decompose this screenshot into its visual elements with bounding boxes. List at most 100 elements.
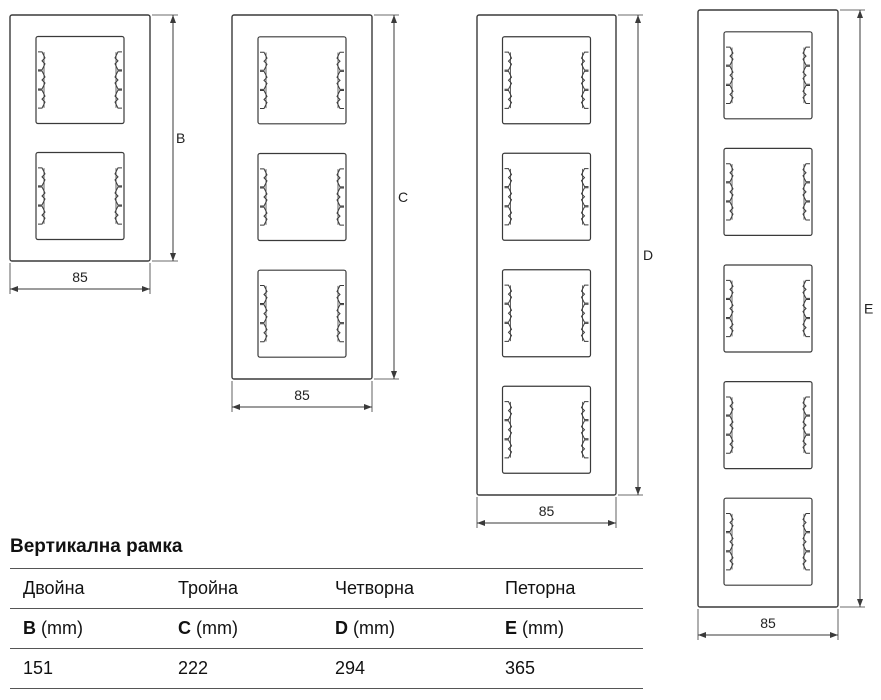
latch-clip xyxy=(802,201,810,221)
latch-clip xyxy=(114,205,122,225)
height-dimension: E xyxy=(840,9,873,608)
latch-clip xyxy=(504,420,513,440)
latch-clip xyxy=(504,322,513,342)
height-label: E xyxy=(864,301,873,317)
latch-clip xyxy=(802,318,810,338)
frame-5-gang: E 85 xyxy=(697,9,873,640)
arrow-head xyxy=(635,487,641,495)
window-outline xyxy=(723,147,813,236)
latch-clip xyxy=(726,65,734,85)
frame-outline xyxy=(231,14,373,380)
latch-clip xyxy=(580,187,589,207)
header-unit: (mm) xyxy=(41,618,83,638)
window-outline xyxy=(501,269,592,358)
module-window xyxy=(35,151,125,241)
latch-clip xyxy=(580,89,589,109)
latch-clip xyxy=(38,186,46,206)
latch-clip xyxy=(580,322,589,342)
latch-clip xyxy=(726,182,734,202)
frame-4-gang: D 85 xyxy=(476,14,653,528)
latch-clip xyxy=(336,51,344,71)
latch-clip xyxy=(580,439,589,459)
latch-clip xyxy=(580,401,589,421)
latch-clip xyxy=(38,70,46,90)
latch-clip xyxy=(38,89,46,109)
header-symbol: E xyxy=(505,618,518,638)
module-window xyxy=(257,269,347,358)
arrow-head xyxy=(608,520,616,526)
height-label: D xyxy=(643,247,653,263)
arrow-head xyxy=(391,371,397,379)
latch-clip xyxy=(114,89,122,109)
latch-clip xyxy=(260,168,268,188)
latch-clip xyxy=(580,51,589,71)
latch-clip xyxy=(260,206,268,226)
latch-clip xyxy=(580,206,589,226)
header-unit: (mm) xyxy=(196,618,238,638)
arrow-head xyxy=(477,520,485,526)
latch-clip xyxy=(260,323,268,343)
width-label: 85 xyxy=(760,615,776,631)
table-row-values: 151 222 294 365 xyxy=(10,648,643,689)
name-quadruple: Четворна xyxy=(335,578,414,598)
dimensions-table: Двойна Тройна Четворна Петорна B (mm) C … xyxy=(10,568,643,689)
header-c: C (mm) xyxy=(165,609,322,649)
window-outline xyxy=(501,385,592,474)
window-outline xyxy=(501,36,592,125)
frame-2-gang: B85 xyxy=(9,14,185,294)
window-outline xyxy=(35,151,125,241)
latch-clip xyxy=(802,513,810,533)
latch-clip xyxy=(114,70,122,90)
latch-clip xyxy=(504,303,513,323)
value-d: 294 xyxy=(335,658,366,678)
latch-clip xyxy=(336,89,344,109)
latch-clip xyxy=(580,70,589,90)
window-outline xyxy=(723,497,813,586)
latch-clip xyxy=(38,51,46,71)
latch-clip xyxy=(504,439,513,459)
latch-clip xyxy=(726,299,734,318)
latch-clip xyxy=(802,182,810,202)
arrow-head xyxy=(698,632,706,638)
latch-clip xyxy=(336,168,344,188)
latch-clip xyxy=(726,201,734,221)
value-c: 222 xyxy=(178,658,209,678)
latch-clip xyxy=(580,284,589,304)
module-window xyxy=(723,147,813,236)
latch-clip xyxy=(726,84,734,104)
frame-outline xyxy=(697,9,839,608)
width-label: 85 xyxy=(539,503,555,519)
module-window xyxy=(501,269,592,358)
value-b: 151 xyxy=(23,658,54,678)
module-window xyxy=(723,264,813,353)
module-window xyxy=(723,497,813,586)
latch-clip xyxy=(38,205,46,225)
latch-clip xyxy=(260,51,268,71)
latch-clip xyxy=(504,168,513,188)
latch-clip xyxy=(802,84,810,104)
arrow-head xyxy=(142,286,150,292)
latch-clip xyxy=(726,434,734,454)
name-quintuple: Петорна xyxy=(505,578,576,598)
module-window xyxy=(723,31,813,120)
height-label: B xyxy=(176,130,185,146)
latch-clip xyxy=(114,51,122,71)
arrow-head xyxy=(170,253,176,261)
module-window xyxy=(501,152,592,241)
latch-clip xyxy=(336,70,344,90)
latch-clip xyxy=(260,304,268,324)
table-title: Вертикална рамка xyxy=(10,536,183,557)
value-e: 365 xyxy=(505,658,536,678)
width-dimension: 85 xyxy=(476,497,617,528)
name-double: Двойна xyxy=(23,578,85,598)
latch-clip xyxy=(802,163,810,183)
table-row-names: Двойна Тройна Четворна Петорна xyxy=(10,568,643,609)
frame-outline xyxy=(476,14,617,496)
latch-clip xyxy=(726,279,734,299)
latch-clip xyxy=(726,513,734,533)
height-dimension: B xyxy=(152,14,185,262)
header-b: B (mm) xyxy=(10,609,165,649)
latch-clip xyxy=(726,396,734,416)
latch-clip xyxy=(504,70,513,90)
